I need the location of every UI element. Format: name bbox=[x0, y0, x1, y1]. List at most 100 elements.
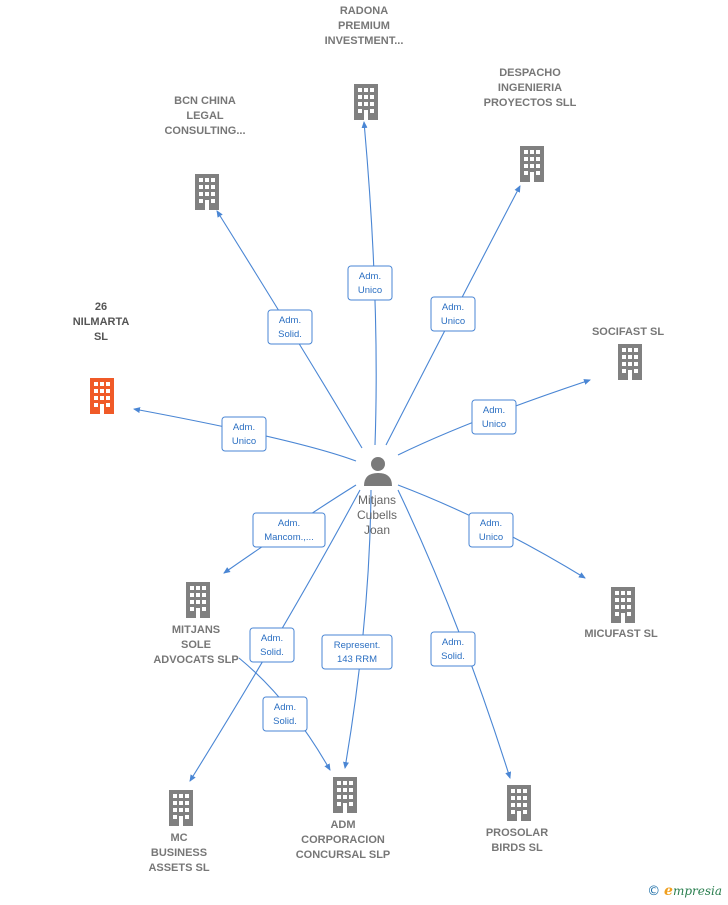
role-label-adm-sol[interactable]: Adm.Solid. bbox=[262, 696, 308, 732]
building-icon bbox=[333, 777, 357, 813]
role-label-despacho[interactable]: Adm. Unico bbox=[430, 296, 476, 332]
role-text-line: Solid. bbox=[260, 647, 284, 658]
edges bbox=[133, 121, 591, 782]
company-name-line: PREMIUM bbox=[338, 20, 390, 32]
role-text-line: Adm. bbox=[233, 422, 255, 433]
company-node-socifast[interactable]: SOCIFAST SL bbox=[592, 326, 664, 380]
company-name-line: BIRDS SL bbox=[491, 842, 543, 854]
role-label-socifast[interactable]: Adm.Unico bbox=[471, 399, 517, 435]
company-node-adm[interactable]: ADM CORPORACION CONCURSAL SLP bbox=[296, 777, 391, 861]
brand-initial: e bbox=[664, 883, 673, 899]
building-icon bbox=[611, 587, 635, 623]
company-node-micufast[interactable]: MICUFAST SL bbox=[584, 587, 658, 640]
company-name-line: SOCIFAST SL bbox=[592, 326, 664, 338]
company-name: SOCIFAST SL bbox=[592, 326, 664, 338]
role-text: Adm. Unico bbox=[358, 271, 382, 296]
company-name-line: DESPACHO bbox=[499, 67, 561, 79]
building-icon bbox=[520, 146, 544, 182]
role-text-line: Mancom.,... bbox=[264, 532, 314, 543]
role-text-line: Adm. bbox=[359, 271, 381, 282]
role-box bbox=[468, 512, 514, 548]
building-icon bbox=[90, 378, 114, 414]
role-box bbox=[430, 296, 476, 332]
role-box bbox=[347, 265, 393, 301]
role-box bbox=[221, 416, 267, 452]
edge-bcn bbox=[216, 210, 363, 449]
company-name: DESPACHO INGENIERIA PROYECTOS SLL bbox=[484, 67, 577, 109]
role-box bbox=[249, 627, 295, 663]
copyright-symbol: © bbox=[647, 884, 661, 899]
role-label-nilmarta[interactable]: Adm. Unico bbox=[221, 416, 267, 452]
company-name-line: LEGAL bbox=[186, 110, 224, 122]
role-text-line: Adm. bbox=[480, 518, 502, 529]
role-text-line: Adm. bbox=[442, 637, 464, 648]
company-name-line: INGENIERIA bbox=[498, 82, 562, 94]
role-text-line: Adm. bbox=[442, 302, 464, 313]
role-text-line: Unico bbox=[358, 285, 382, 296]
company-name-line: CONCURSAL SLP bbox=[296, 849, 391, 861]
role-text-line: Solid. bbox=[278, 329, 302, 340]
role-text: Adm.Solid. bbox=[273, 702, 297, 727]
edge-prosolar bbox=[397, 489, 512, 779]
role-text-line: Adm. bbox=[483, 405, 505, 416]
company-name: MICUFAST SL bbox=[584, 628, 658, 640]
company-name-line: RADONA bbox=[340, 5, 388, 17]
role-label-bcn[interactable]: Adm.Solid. bbox=[267, 309, 313, 345]
company-name-line: MC bbox=[170, 832, 187, 844]
company-name-line: ADVOCATS SLP bbox=[153, 654, 238, 666]
company-name-line: NILMARTA bbox=[73, 316, 130, 328]
company-name-line: PROYECTOS SLL bbox=[484, 97, 577, 109]
company-name-line: SOLE bbox=[181, 639, 211, 651]
company-node-despacho[interactable]: DESPACHO INGENIERIA PROYECTOS SLL bbox=[484, 67, 577, 182]
company-name: ADM CORPORACION CONCURSAL SLP bbox=[296, 819, 391, 861]
role-text: Adm.Unico bbox=[479, 518, 503, 543]
role-label-mitjans-sole[interactable]: Adm. Mancom.,... bbox=[252, 512, 326, 548]
role-text: Adm.Solid. bbox=[260, 633, 284, 658]
person-name-line: Mitjans bbox=[358, 493, 396, 507]
company-name-line: ADM bbox=[330, 819, 355, 831]
role-text: Adm. Mancom.,... bbox=[264, 518, 314, 543]
building-icon bbox=[507, 785, 531, 821]
role-label-micufast[interactable]: Adm.Unico bbox=[468, 512, 514, 548]
edge-adm-rep bbox=[343, 489, 372, 769]
role-text: Adm.Solid. bbox=[278, 315, 302, 340]
role-text-line: Represent. bbox=[334, 640, 380, 651]
company-name-line: ASSETS SL bbox=[148, 862, 209, 874]
building-icon bbox=[186, 582, 210, 618]
role-box bbox=[252, 512, 326, 548]
building-icon bbox=[195, 174, 219, 210]
role-text: Adm.Unico bbox=[482, 405, 506, 430]
role-text: Represent.143 RRM bbox=[334, 640, 380, 665]
role-text: Adm. Unico bbox=[441, 302, 465, 327]
role-label-mc[interactable]: Adm.Solid. bbox=[249, 627, 295, 663]
company-name-line: SL bbox=[94, 331, 108, 343]
role-label-prosolar[interactable]: Adm.Solid. bbox=[430, 631, 476, 667]
company-name-line: BCN CHINA bbox=[174, 95, 236, 107]
company-name-line: CORPORACION bbox=[301, 834, 385, 846]
building-icon bbox=[618, 344, 642, 380]
role-text-line: Adm. bbox=[278, 518, 300, 529]
role-label-radona[interactable]: Adm. Unico bbox=[347, 265, 393, 301]
role-text-line: Adm. bbox=[274, 702, 296, 713]
building-icon bbox=[354, 84, 378, 120]
role-label-adm-rep[interactable]: Represent.143 RRM bbox=[321, 634, 393, 670]
person-icon bbox=[364, 457, 392, 486]
role-box bbox=[267, 309, 313, 345]
role-text-line: Unico bbox=[441, 316, 465, 327]
role-text-line: Unico bbox=[232, 436, 256, 447]
